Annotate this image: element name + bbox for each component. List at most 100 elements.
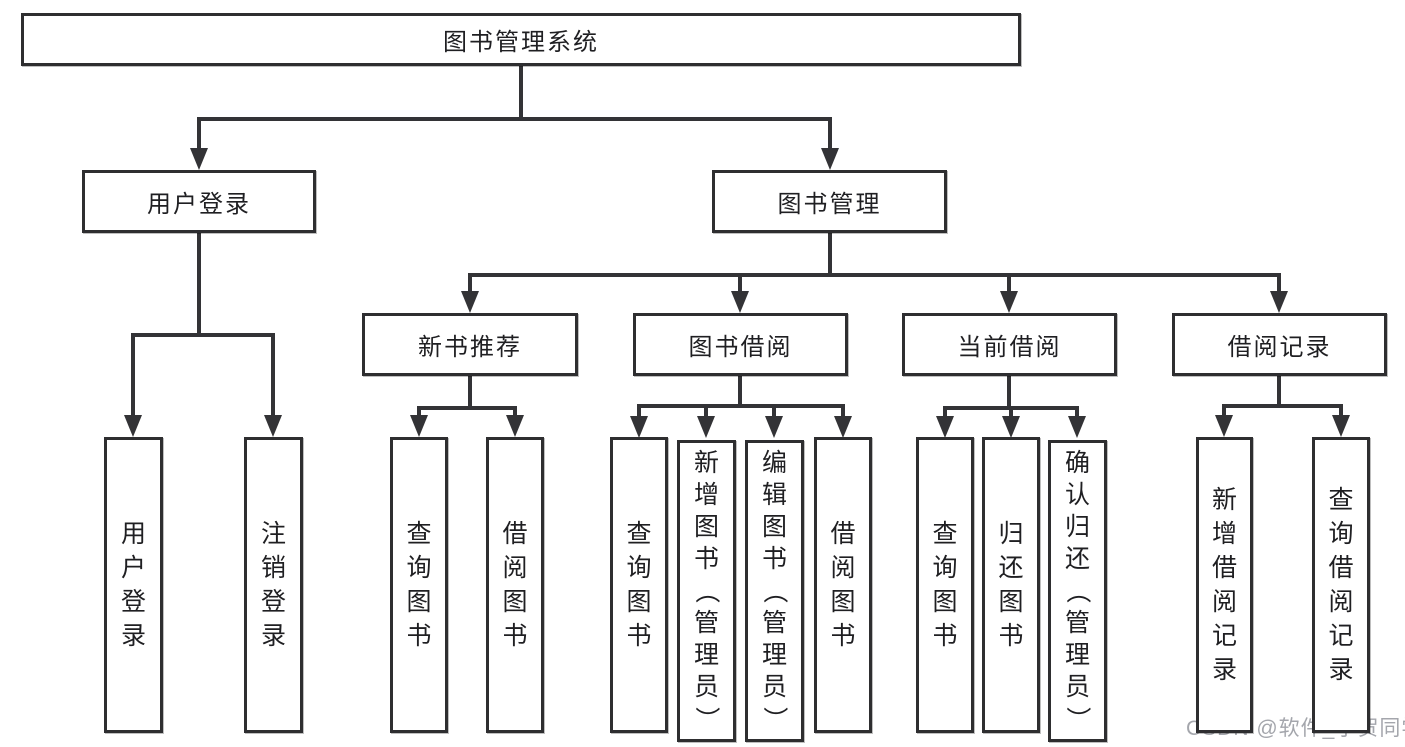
connector-drop-line [637, 404, 641, 418]
node-label-char: 录 [260, 622, 286, 650]
node-label-char: 录 [1211, 656, 1237, 684]
node-label-char: （ [692, 578, 721, 604]
node-label-char: ） [692, 706, 721, 732]
node-label: 查询图书 [626, 517, 651, 653]
node-label-char: 书 [761, 545, 787, 573]
arrow-down-icon [1068, 416, 1086, 438]
arrow-down-icon [1000, 291, 1018, 313]
node-logout-user: 注销登录 [244, 437, 303, 733]
arrow-down-icon [731, 291, 749, 313]
connector-stem [1277, 374, 1281, 408]
node-label: 编辑图书（管理员） [760, 447, 788, 735]
connector-drop-line [131, 333, 135, 417]
node-label-char: ） [760, 706, 789, 732]
node-label-char: 归 [1064, 513, 1090, 541]
node-label-char: 增 [1211, 520, 1237, 548]
connector-drop-line [197, 117, 201, 150]
node-label-char: 书 [998, 622, 1024, 650]
connector-branch [417, 406, 517, 410]
node-edit-book-admin: 编辑图书（管理员） [745, 440, 804, 742]
node-label-char: 登 [120, 588, 146, 616]
node-label: 归还图书 [998, 517, 1023, 653]
arrow-down-icon [190, 148, 208, 170]
node-label-char: 询 [1328, 520, 1354, 548]
arrow-down-icon [821, 148, 839, 170]
node-label-char: 理 [693, 641, 719, 669]
node-label-char: 员 [761, 673, 787, 701]
node-label-char: 用 [120, 520, 146, 548]
node-label-char: 询 [406, 554, 432, 582]
node-label-char: 阅 [502, 554, 528, 582]
node-borrow-book-borrowing: 借阅图书 [814, 437, 872, 733]
node-label: 新书推荐 [418, 334, 522, 361]
arrow-down-icon [1002, 416, 1020, 438]
node-label: 用户登录 [147, 191, 251, 218]
node-add-borrow-record: 新增借阅记录 [1196, 437, 1253, 733]
node-borrowing-records: 借阅记录 [1172, 313, 1387, 376]
connector-drop-line [1222, 404, 1226, 417]
connector-stem [197, 231, 201, 337]
node-label-char: 借 [1328, 554, 1354, 582]
node-label-char: 员 [693, 673, 719, 701]
connector-drop-line [772, 404, 776, 418]
node-label-char: 询 [626, 554, 652, 582]
node-new-book-recommend: 新书推荐 [362, 313, 578, 376]
node-label-char: 新 [693, 449, 719, 477]
node-label: 确认归还（管理员） [1063, 447, 1091, 735]
connector-drop-line [1075, 406, 1079, 418]
node-label-char: 销 [260, 554, 286, 582]
node-label-char: 书 [932, 622, 958, 650]
node-label-char: 辑 [761, 481, 787, 509]
node-label-char: 理 [761, 641, 787, 669]
connector-drop-line [417, 406, 421, 417]
connector-drop-line [1009, 406, 1013, 418]
node-label-char: 书 [502, 622, 528, 650]
node-label-char: 图 [761, 513, 787, 541]
arrow-down-icon [461, 291, 479, 313]
arrow-down-icon [697, 416, 715, 438]
node-label-char: 阅 [1211, 588, 1237, 616]
connector-drop-line [1007, 273, 1011, 293]
arrow-down-icon [264, 415, 282, 437]
node-confirm-return-admin: 确认归还（管理员） [1048, 440, 1107, 742]
node-login-user: 用户登录 [104, 437, 163, 733]
connector-drop-line [828, 117, 832, 150]
node-label-char: 增 [693, 481, 719, 509]
node-label: 用户登录 [121, 517, 146, 653]
node-label-char: 借 [502, 520, 528, 548]
node-label: 图书管理系统 [443, 29, 599, 56]
connector-drop-line [1339, 404, 1343, 417]
connector-branch [468, 273, 1281, 277]
node-label-char: 注 [260, 520, 286, 548]
connector-stem [519, 64, 523, 121]
node-current-borrowing: 当前借阅 [902, 313, 1117, 376]
connector-branch [637, 404, 845, 408]
node-label-char: 管 [693, 609, 719, 637]
node-label-char: 新 [1211, 486, 1237, 514]
connector-drop-line [704, 404, 708, 418]
connector-drop-line [513, 406, 517, 417]
node-label: 借阅图书 [830, 517, 855, 653]
node-label-char: 图 [406, 588, 432, 616]
node-borrow-book-recommend: 借阅图书 [486, 437, 544, 733]
node-label: 新增借阅记录 [1212, 483, 1237, 687]
connector-branch [131, 333, 275, 337]
node-label: 新增图书（管理员） [692, 447, 720, 735]
connector-drop-line [1277, 273, 1281, 293]
node-label-char: 记 [1211, 622, 1237, 650]
node-label-char: 认 [1064, 481, 1090, 509]
arrow-down-icon [765, 416, 783, 438]
node-label-char: 登 [260, 588, 286, 616]
node-label-char: 理 [1064, 641, 1090, 669]
node-label-char: 户 [120, 554, 146, 582]
node-user-login: 用户登录 [82, 170, 316, 233]
node-label-char: 员 [1064, 673, 1090, 701]
node-label-char: 记 [1328, 622, 1354, 650]
connector-drop-line [271, 333, 275, 417]
node-label-char: （ [760, 578, 789, 604]
connector-branch [197, 117, 832, 121]
node-label-char: 查 [406, 520, 432, 548]
node-label-char: 查 [932, 520, 958, 548]
node-query-book-borrowing: 查询图书 [610, 437, 668, 733]
